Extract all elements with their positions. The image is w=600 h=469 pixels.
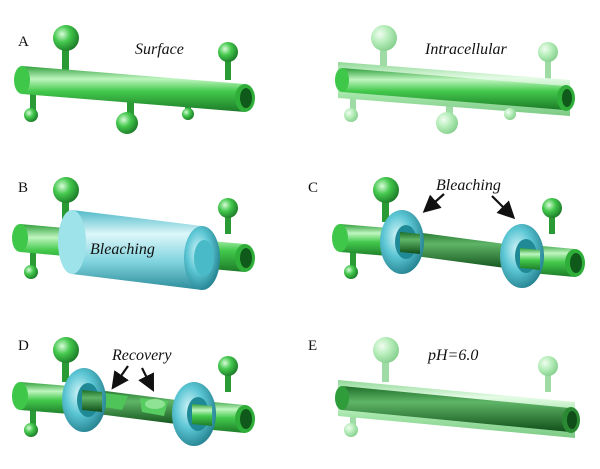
receptor-ball — [116, 112, 138, 134]
receptor-ball — [371, 25, 397, 51]
receptor-ball — [218, 198, 238, 218]
panel-caption: pH=6.0 — [427, 347, 478, 364]
bleaching-cylinder — [58, 210, 220, 290]
receptor-ball — [542, 198, 562, 218]
arrow — [491, 195, 516, 220]
panel-letter: E — [308, 338, 317, 354]
receptor-ball — [53, 25, 79, 51]
panel-e: E pH=6.0 — [308, 337, 580, 438]
panel-caption: Intracellular — [424, 41, 508, 58]
receptor-ball — [218, 356, 238, 376]
panel-letter: D — [18, 338, 29, 354]
arrow — [138, 367, 154, 392]
receptor-ball — [24, 108, 38, 122]
panel-intracellular: Intracellular — [335, 25, 575, 134]
panel-c: C Bleaching — [308, 177, 585, 288]
panel-caption: Bleaching — [90, 241, 155, 258]
receptor-ball — [344, 423, 358, 437]
receptor-ball — [344, 108, 358, 122]
receptor-ball — [538, 42, 558, 62]
receptor-ball — [344, 265, 358, 279]
receptor-ball — [504, 108, 516, 120]
receptor-ball — [182, 108, 194, 120]
receptor-ball — [53, 337, 79, 363]
panel-letter: C — [308, 180, 318, 196]
panel-caption: Bleaching — [436, 177, 501, 194]
receptor-ball — [373, 177, 399, 203]
receptor-ball — [24, 423, 38, 437]
receptor-ball — [24, 265, 38, 279]
arrow — [422, 193, 445, 213]
panel-letter: A — [18, 34, 29, 50]
receptor-ball — [53, 177, 79, 203]
receptor-ball — [538, 356, 558, 376]
panel-b: B Bleaching — [12, 177, 255, 290]
receptor-ball — [373, 337, 399, 363]
panel-a: A Surface — [14, 25, 255, 134]
receptor-ball — [436, 112, 458, 134]
panel-caption: Surface — [135, 41, 184, 58]
panel-caption: Recovery — [111, 347, 172, 364]
arrow — [111, 365, 129, 390]
panel-d: D Recovery — [12, 337, 255, 446]
panel-letter: B — [18, 180, 28, 196]
receptor-ball — [218, 42, 238, 62]
